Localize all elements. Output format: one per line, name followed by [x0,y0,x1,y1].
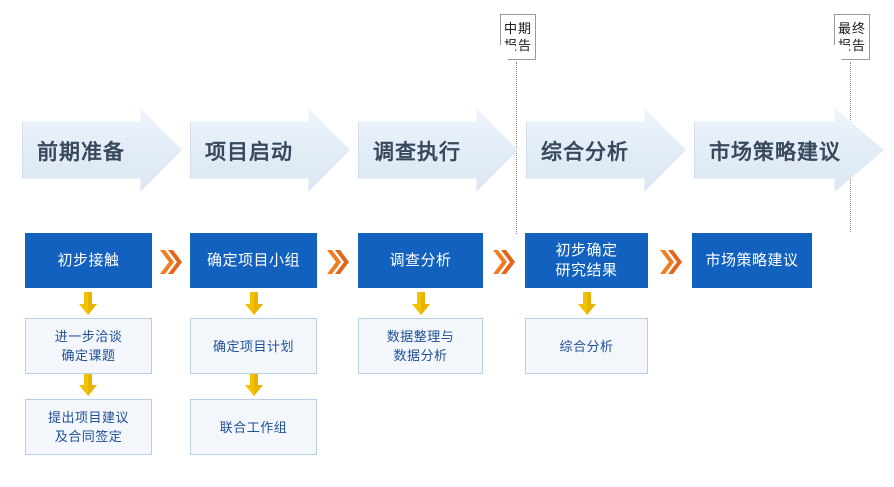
yellow-down-arrow-6 [245,373,263,397]
phase-chevron-3: 调查执行 [358,108,518,192]
phase-chevron-1: 前期准备 [22,108,182,192]
yellow-down-arrow-5 [79,373,97,397]
yellow-down-arrow-1 [79,292,97,316]
yellow-down-arrow-3 [412,292,430,316]
step-box-2[interactable]: 确定项目小组 [190,233,317,288]
phase-label: 市场策略建议 [709,141,841,164]
note-folded-corner-icon [834,45,849,60]
step-box-5[interactable]: 市场策略建议 [692,233,812,288]
note-folded-corner-icon [500,45,515,60]
sub-step-box-3-1[interactable]: 数据整理与数据分析 [358,318,483,374]
orange-chevron-connector-1 [160,249,182,275]
phase-chevron-5: 市场策略建议 [694,108,884,192]
note-mid-term-report: 中期报告 [500,14,536,60]
orange-chevron-connector-4 [660,249,682,275]
yellow-down-arrow-2 [245,292,263,316]
note-final-report: 最终报告 [834,14,870,60]
step-box-3[interactable]: 调查分析 [358,233,483,288]
step-box-4[interactable]: 初步确定研究结果 [525,233,648,288]
orange-chevron-connector-2 [327,249,349,275]
vertical-guide-mid-term-report [516,62,517,234]
note-line: 中期 [503,21,532,36]
sub-step-box-2-2[interactable]: 联合工作组 [190,399,317,455]
note-line: 最终 [837,21,866,36]
sub-step-box-4-1[interactable]: 综合分析 [525,318,648,374]
phase-chevron-2: 项目启动 [190,108,350,192]
sub-step-box-1-1[interactable]: 进一步洽谈确定课题 [25,318,152,374]
phase-chevron-4: 综合分析 [526,108,686,192]
orange-chevron-connector-3 [493,249,515,275]
phase-label: 综合分析 [541,141,629,164]
sub-step-box-2-1[interactable]: 确定项目计划 [190,318,317,374]
sub-step-box-1-2[interactable]: 提出项目建议及合同签定 [25,399,152,455]
step-box-1[interactable]: 初步接触 [25,233,152,288]
phase-label: 前期准备 [37,141,125,164]
yellow-down-arrow-4 [578,292,596,316]
phase-label: 调查执行 [373,141,461,164]
phase-label: 项目启动 [205,141,293,164]
